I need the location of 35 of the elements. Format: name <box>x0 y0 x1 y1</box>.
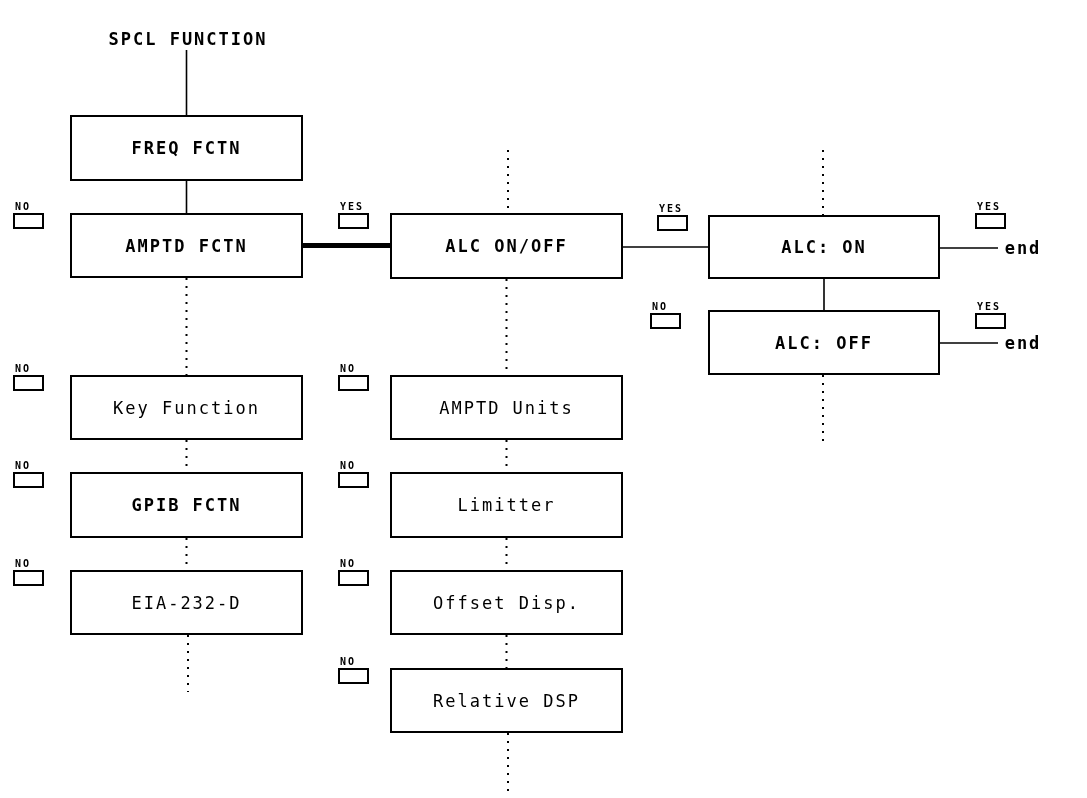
connector-line <box>303 243 390 248</box>
key-label: NO <box>15 363 32 374</box>
key-label: YES <box>977 201 1002 212</box>
key-label: NO <box>15 201 32 212</box>
process-box: Limitter <box>390 472 623 538</box>
process-box: AMPTD FCTN <box>70 213 303 278</box>
process-box: ALC: ON <box>708 215 940 279</box>
start-label: SPCL FUNCTION <box>100 28 276 50</box>
process-box: GPIB FCTN <box>70 472 303 538</box>
key-label: YES <box>977 301 1002 312</box>
end-label: end <box>998 236 1048 260</box>
key-label: NO <box>15 558 32 569</box>
connector-line <box>939 247 999 249</box>
process-box: Relative DSP <box>390 668 623 733</box>
end-label: end <box>998 331 1048 355</box>
key-label: NO <box>340 460 357 471</box>
process-box: FREQ FCTN <box>70 115 303 181</box>
key-label: NO <box>340 363 357 374</box>
key-label: NO <box>340 558 357 569</box>
process-box: Key Function <box>70 375 303 440</box>
connector-line <box>823 278 825 311</box>
connector-line <box>939 342 999 344</box>
key-label: YES <box>340 201 365 212</box>
connector-line <box>185 180 188 214</box>
process-box: EIA-232-D <box>70 570 303 635</box>
key-label: NO <box>15 460 32 471</box>
connector-line <box>622 246 709 248</box>
process-box: AMPTD Units <box>390 375 623 440</box>
key-label: NO <box>652 301 669 312</box>
process-box: Offset Disp. <box>390 570 623 635</box>
process-box: ALC: OFF <box>708 310 940 375</box>
process-box: ALC ON/OFF <box>390 213 623 279</box>
key-label: YES <box>659 203 684 214</box>
key-label: NO <box>340 656 357 667</box>
connector-line <box>185 49 188 116</box>
